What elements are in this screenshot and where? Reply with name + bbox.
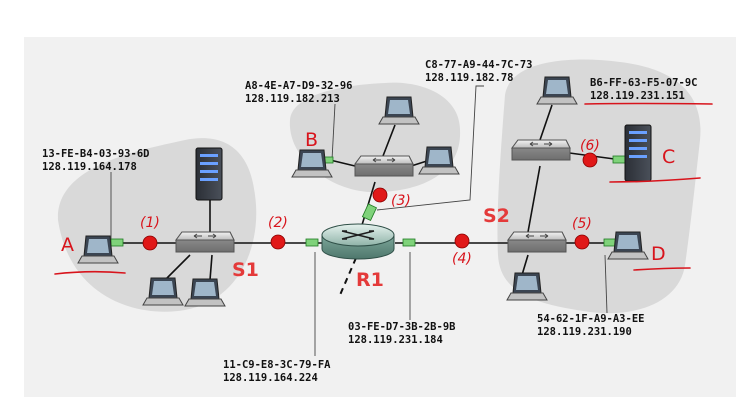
router-r1-label: R1 <box>356 269 384 291</box>
router-if2-ip: 128.119.182.78 <box>425 72 514 84</box>
link-s2-pc <box>521 254 529 276</box>
host-d-laptop-icon <box>607 231 649 260</box>
laptop-icon <box>184 278 226 307</box>
switch-s2-icon <box>507 231 567 253</box>
interface-dot-4 <box>454 233 470 249</box>
host-a-laptop-icon <box>77 235 119 264</box>
host-c-server-icon <box>624 124 652 182</box>
interface-label-6: (6) <box>580 138 600 154</box>
annotation-underlines <box>54 102 713 275</box>
host-b-mac: A8-4E-A7-D9-32-96 <box>245 80 352 92</box>
switch-s1-icon <box>175 231 235 253</box>
host-c-ip: 128.119.231.151 <box>590 90 685 102</box>
link-s2-s4 <box>527 165 541 233</box>
router-dashed-link <box>339 257 357 296</box>
switch-subnet-b-icon <box>354 155 414 177</box>
host-a-ip: 128.119.164.178 <box>42 161 137 173</box>
host-d-label: D <box>651 243 666 265</box>
host-c-mac: B6-FF-63-F5-07-9C <box>590 77 697 89</box>
link-s1-pc1 <box>164 254 191 281</box>
interface-dots <box>142 152 598 251</box>
router-if1-mac: 11-C9-E8-3C-79-FA <box>223 359 331 371</box>
leader-d <box>604 254 608 314</box>
router-if3-mac: 03-FE-D7-3B-2B-9B <box>348 321 455 333</box>
link-s1-pc2 <box>209 254 213 281</box>
host-b-label: B <box>305 129 318 151</box>
host-b-laptop-icon <box>291 149 333 178</box>
link-b-s3 <box>329 159 356 167</box>
router-if1-ip: 128.119.164.224 <box>223 372 318 384</box>
interface-dot-3 <box>372 187 388 203</box>
router-r1-icon <box>321 223 395 260</box>
interface-dot-5 <box>574 234 590 250</box>
laptop-icon <box>506 272 548 301</box>
router-if3-ip: 128.119.231.184 <box>348 334 443 346</box>
switch-s1-label: S1 <box>232 259 259 281</box>
interface-dot-6 <box>582 152 598 168</box>
interface-label-4: (4) <box>452 251 472 267</box>
leader-router-if2 <box>376 85 484 211</box>
host-c-label: C <box>662 146 675 168</box>
switch-subnet-c-icon <box>511 139 571 161</box>
laptop-icon <box>418 146 460 175</box>
leader-lines <box>110 85 608 356</box>
laptop-icon <box>142 277 184 306</box>
link-s4-pc <box>539 104 553 141</box>
host-b-ip: 128.119.182.213 <box>245 93 340 105</box>
host-a-label: A <box>61 234 74 256</box>
router-if2-mac: C8-77-A9-44-7C-73 <box>425 59 532 71</box>
interface-dot-1 <box>142 235 158 251</box>
laptop-icon <box>536 76 578 105</box>
server-icon <box>195 147 223 201</box>
interface-markers <box>110 155 626 247</box>
link-s3-pc1 <box>382 124 396 157</box>
host-d-mac: 54-62-1F-A9-A3-EE <box>537 313 644 325</box>
interface-label-1: (1) <box>140 215 160 231</box>
host-d-ip: 128.119.231.190 <box>537 326 632 338</box>
switch-s2-label: S2 <box>483 205 510 227</box>
laptop-icon <box>378 96 420 125</box>
interface-label-2: (2) <box>268 215 288 231</box>
leader-b <box>331 103 336 161</box>
host-a-mac: 13-FE-B4-03-93-6D <box>42 148 149 160</box>
interface-dot-2 <box>270 234 286 250</box>
interface-label-3: (3) <box>391 193 411 209</box>
interface-label-5: (5) <box>572 216 592 232</box>
